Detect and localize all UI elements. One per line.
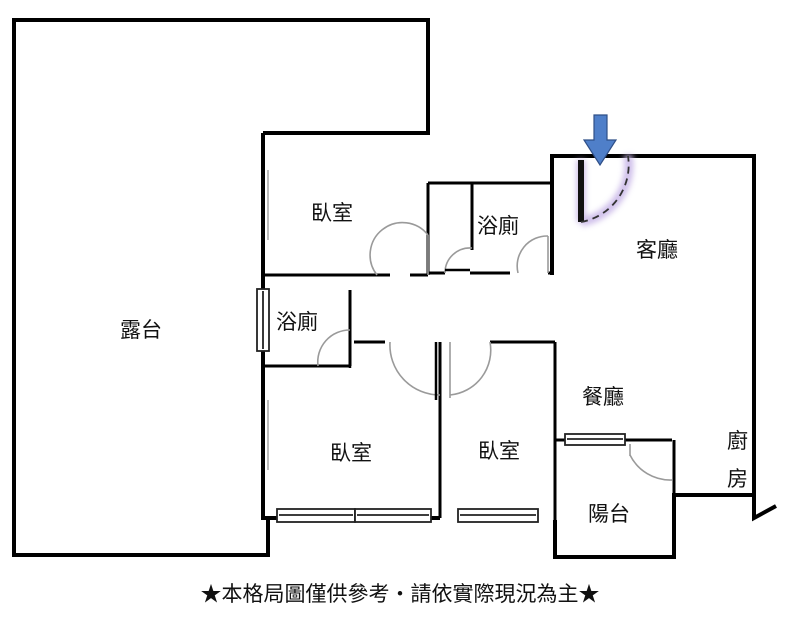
door-swing-bedroom-3: [449, 341, 492, 396]
door-swings: [316, 221, 673, 481]
room-label-kitchen-line-1: 廚: [727, 429, 748, 453]
room-label-bedroom-1: 臥室: [311, 201, 353, 225]
exterior-walls: [261, 133, 777, 559]
room-label-living-room: 客廳: [636, 238, 678, 262]
door-swing-bath-1: [316, 329, 351, 367]
room-label-kitchen-line-2: 房: [727, 467, 748, 491]
door-swing-bath-2-b: [516, 235, 549, 274]
terrace-walls: [12, 18, 430, 557]
room-label-bedroom-2: 臥室: [330, 441, 372, 465]
floor-plan: 露台 臥室 浴廁 浴廁 客廳 餐廳 臥室 臥室 陽台 廚 房: [12, 18, 777, 559]
room-label-terrace: 露台: [120, 318, 162, 342]
room-label-balcony: 陽台: [588, 502, 630, 526]
disclaimer-caption: ★本格局圖僅供參考‧請依實際現況為主★: [200, 582, 600, 606]
door-swing-balcony: [629, 454, 673, 481]
windows: [256, 288, 672, 523]
down-arrow-icon: [582, 114, 618, 167]
entry-door: [576, 154, 634, 227]
door-swing-bedroom-1: [369, 221, 429, 276]
room-label-bathroom-2: 浴廁: [477, 214, 519, 238]
room-label-bedroom-3: 臥室: [478, 439, 520, 463]
room-label-dining-room: 餐廳: [582, 385, 624, 409]
door-swing-bedroom-2: [389, 341, 441, 396]
room-label-bathroom-1: 浴廁: [276, 310, 318, 334]
door-leaves: [348, 268, 470, 400]
interior-walls: [263, 181, 676, 520]
